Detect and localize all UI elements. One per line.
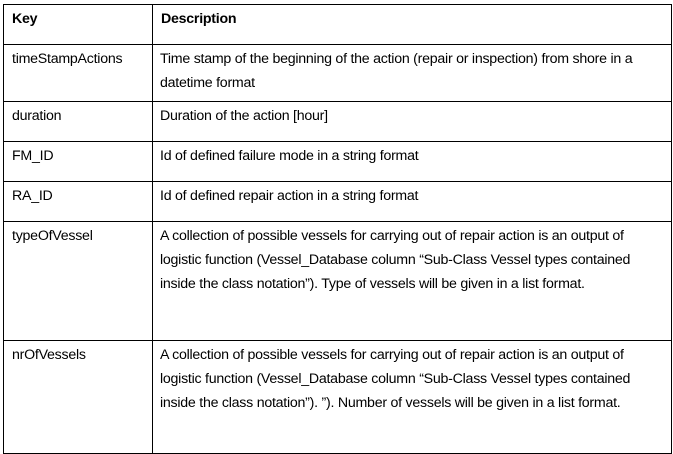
cell-key: typeOfVessel (3, 221, 153, 341)
cell-description: Time stamp of the beginning of the actio… (152, 44, 672, 102)
cell-key: RA_ID (3, 181, 153, 222)
table-row: timeStampActions Time stamp of the begin… (3, 44, 672, 102)
table-row: typeOfVessel A collection of possible ve… (3, 221, 672, 341)
table-row: nrOfVessels A collection of possible ves… (3, 340, 672, 454)
cell-description: Id of defined repair action in a string … (152, 181, 672, 222)
header-key: Key (3, 4, 153, 45)
key-description-table: Key Description timeStampActions Time st… (3, 4, 672, 454)
table-header-row: Key Description (3, 4, 672, 45)
cell-key: timeStampActions (3, 44, 153, 102)
table-row: RA_ID Id of defined repair action in a s… (3, 181, 672, 222)
header-description: Description (152, 4, 672, 45)
table-row: duration Duration of the action [hour] (3, 101, 672, 142)
cell-key: duration (3, 101, 153, 142)
cell-key: FM_ID (3, 141, 153, 182)
cell-description: Duration of the action [hour] (152, 101, 672, 142)
cell-description: Id of defined failure mode in a string f… (152, 141, 672, 182)
cell-description: A collection of possible vessels for car… (152, 221, 672, 341)
cell-description: A collection of possible vessels for car… (152, 340, 672, 454)
table-row: FM_ID Id of defined failure mode in a st… (3, 141, 672, 182)
cell-key: nrOfVessels (3, 340, 153, 454)
